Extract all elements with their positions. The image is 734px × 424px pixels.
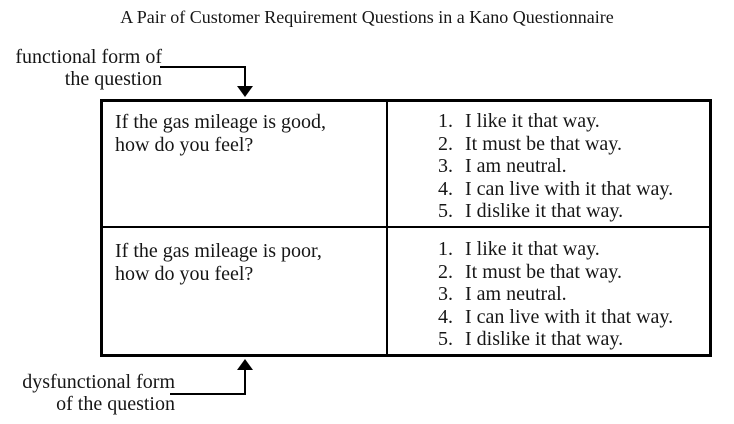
option-number: 3. <box>438 283 453 305</box>
kano-question-table: If the gas mileage is good, how do you f… <box>100 99 712 357</box>
functional-connector-horizontal-line <box>160 66 246 68</box>
arrow-down-icon <box>237 86 253 97</box>
option-number: 2. <box>438 260 453 283</box>
functional-options-cell: 1. I like it that way. 2. It must be that … <box>388 102 709 228</box>
option-item: 4. I can live with it that way. <box>438 178 705 201</box>
option-number: 4. <box>438 177 453 200</box>
option-text: I can live with it that way. <box>465 177 674 200</box>
option-text: It must be that way. <box>465 260 623 283</box>
option-item: 2. It must be that way. <box>438 261 705 284</box>
dysfunctional-form-label-line2: of the question <box>56 393 175 415</box>
functional-question-cell: If the gas mileage is good, how do you f… <box>103 102 388 228</box>
figure-title: A Pair of Customer Requirement Questions… <box>120 7 614 27</box>
option-text: It must be that way. <box>465 132 623 155</box>
dysfunctional-connector-horizontal-line <box>170 393 246 395</box>
option-item: 1. I like it that way. <box>438 238 705 261</box>
question-line: how do you feel? <box>115 263 254 285</box>
option-item: 5. I dislike it that way. <box>438 328 705 351</box>
option-number: 5. <box>438 200 453 222</box>
option-number: 1. <box>438 238 453 260</box>
option-text: I like it that way. <box>465 238 600 260</box>
option-number: 5. <box>438 328 453 350</box>
dysfunctional-form-label-line1: dysfunctional form <box>22 371 175 393</box>
functional-connector-vertical-line <box>244 66 246 88</box>
option-text: I dislike it that way. <box>465 200 624 222</box>
functional-form-label-line1: functional form of <box>15 46 162 68</box>
option-text: I dislike it that way. <box>465 328 624 350</box>
option-item: 5. I dislike it that way. <box>438 200 705 223</box>
question-line: how do you feel? <box>115 134 254 156</box>
option-number: 3. <box>438 155 453 177</box>
dysfunctional-connector-vertical-line <box>244 369 246 395</box>
option-item: 4. I can live with it that way. <box>438 306 705 329</box>
option-number: 1. <box>438 110 453 132</box>
option-number: 4. <box>438 305 453 328</box>
question-line: If the gas mileage is poor, <box>115 240 322 262</box>
option-number: 2. <box>438 132 453 155</box>
dysfunctional-options-cell: 1. I like it that way. 2. It must be that … <box>388 228 709 354</box>
functional-form-label: functional form of the question <box>10 46 162 90</box>
option-item: 2. It must be that way. <box>438 133 705 156</box>
option-text: I can live with it that way. <box>465 305 674 328</box>
dysfunctional-form-label: dysfunctional form of the question <box>8 371 175 415</box>
functional-form-label-line2: the question <box>64 68 162 90</box>
option-text: I am neutral. <box>465 283 567 305</box>
option-item: 1. I like it that way. <box>438 110 705 133</box>
option-item: 3. I am neutral. <box>438 283 705 306</box>
option-text: I like it that way. <box>465 110 600 132</box>
arrow-up-icon <box>237 359 253 370</box>
option-item: 3. I am neutral. <box>438 155 705 178</box>
dysfunctional-question-cell: If the gas mileage is poor, how do you f… <box>103 228 388 354</box>
option-text: I am neutral. <box>465 155 567 177</box>
question-line: If the gas mileage is good, <box>115 111 327 133</box>
